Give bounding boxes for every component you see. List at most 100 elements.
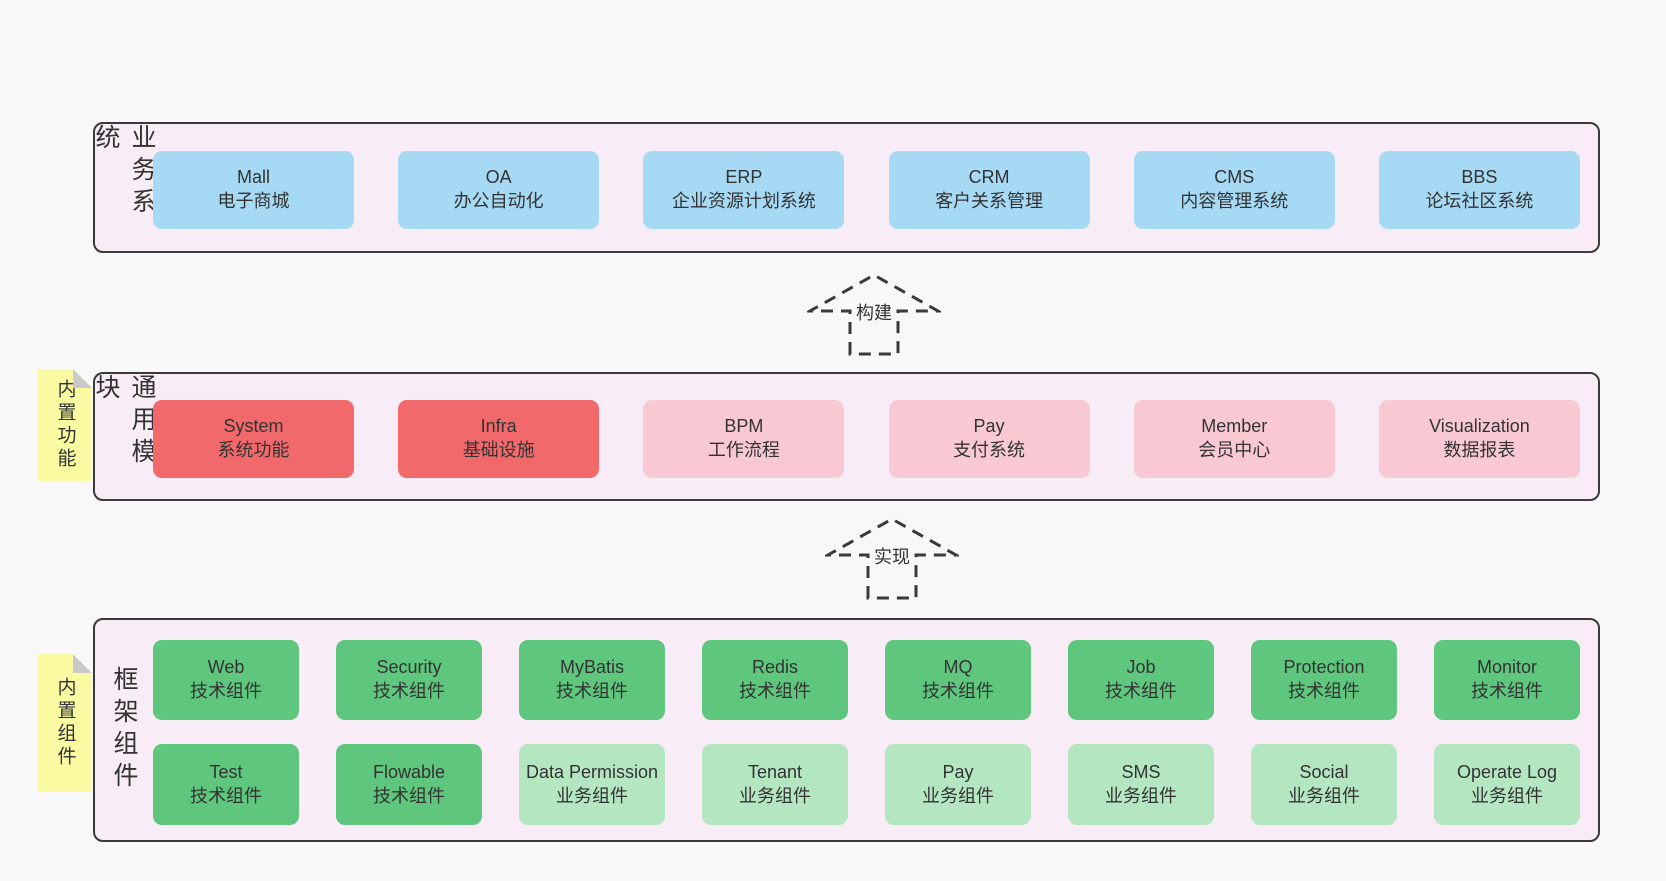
box-name: Security bbox=[376, 657, 442, 678]
box-name: ERP bbox=[725, 167, 763, 188]
box-desc: 论坛社区系统 bbox=[1425, 191, 1534, 211]
box-name: Data Permission bbox=[525, 761, 659, 782]
box-redis: Redis 技术组件 bbox=[702, 640, 848, 720]
box-tenant: Tenant 业务组件 bbox=[702, 744, 848, 825]
arrow-outline bbox=[825, 517, 959, 600]
box-desc: 业务组件 bbox=[556, 785, 628, 806]
arrow-implement: 实现 bbox=[825, 515, 959, 601]
box-name: BPM bbox=[724, 416, 764, 437]
box-desc: 会员中心 bbox=[1198, 440, 1271, 460]
box-security: Security 技术组件 bbox=[336, 640, 482, 720]
box-erp: ERP 企业资源计划系统 bbox=[643, 151, 845, 229]
box-desc: 技术组件 bbox=[373, 681, 445, 701]
box-name: System bbox=[223, 416, 284, 437]
arrow-label: 构建 bbox=[856, 303, 892, 323]
box-mq: MQ 技术组件 bbox=[885, 640, 1031, 720]
box-name: Protection bbox=[1283, 657, 1365, 678]
box-desc: 业务组件 bbox=[1471, 785, 1543, 806]
box-sms: SMS 业务组件 bbox=[1068, 744, 1214, 825]
box-test: Test 技术组件 bbox=[153, 744, 299, 825]
box-system: System 系统功能 bbox=[153, 400, 354, 478]
box-name: MyBatis bbox=[559, 657, 624, 678]
box-name: Flowable bbox=[372, 761, 446, 782]
box-desc: 业务组件 bbox=[922, 785, 994, 806]
box-name: SMS bbox=[1121, 761, 1161, 782]
box-desc: 数据报表 bbox=[1443, 440, 1516, 460]
box-member: Member 会员中心 bbox=[1133, 400, 1335, 478]
box-name: Test bbox=[209, 761, 243, 782]
dashed-up-arrow-icon: 构建 bbox=[807, 273, 941, 356]
note-label: 内置功能 bbox=[54, 379, 76, 471]
box-desc: 技术组件 bbox=[1471, 681, 1543, 701]
box-name: Web bbox=[207, 657, 245, 678]
arrow-build: 构建 bbox=[807, 271, 941, 357]
box-desc: 企业资源计划系统 bbox=[671, 191, 816, 211]
box-desc: 业务组件 bbox=[739, 785, 811, 806]
box-desc: 支付系统 bbox=[953, 440, 1026, 460]
box-desc: 客户关系管理 bbox=[935, 191, 1044, 211]
business-systems-row: Mall 电子商城 OA 办公自动化 ERP 企业资源计划系统 CRM 客户关系… bbox=[153, 151, 1580, 229]
tier-framework-components: 框架组件 Web 技术组件 Security 技术组件 MyBatis 技术组件… bbox=[93, 618, 1600, 842]
box-desc: 工作流程 bbox=[707, 440, 780, 460]
box-name: Member bbox=[1201, 416, 1268, 437]
box-bpm: BPM 工作流程 bbox=[643, 400, 845, 478]
box-pay-biz: Pay 业务组件 bbox=[885, 744, 1031, 825]
box-name: CRM bbox=[968, 167, 1010, 188]
tier-label: 业务系统 bbox=[92, 124, 156, 220]
box-bbs: BBS 论坛社区系统 bbox=[1378, 151, 1580, 229]
box-name: Redis bbox=[751, 657, 799, 678]
tier-label: 框架组件 bbox=[110, 666, 138, 794]
box-name: BBS bbox=[1461, 167, 1498, 188]
box-name: Tenant bbox=[747, 761, 803, 782]
box-social: Social 业务组件 bbox=[1251, 744, 1397, 825]
framework-components-row-1: Web 技术组件 Security 技术组件 MyBatis 技术组件 Redi… bbox=[153, 640, 1580, 720]
box-desc: 技术组件 bbox=[1105, 681, 1177, 701]
box-mybatis: MyBatis 技术组件 bbox=[519, 640, 665, 720]
box-name: Visualization bbox=[1429, 416, 1530, 437]
arrow-outline bbox=[807, 273, 941, 356]
box-mall: Mall 电子商城 bbox=[153, 151, 354, 229]
box-desc: 技术组件 bbox=[190, 681, 262, 701]
box-name: Infra bbox=[480, 416, 517, 437]
box-name: Social bbox=[1299, 761, 1349, 782]
arrow-label-backing bbox=[853, 298, 895, 326]
tier-label: 通用模块 bbox=[92, 374, 156, 470]
sticky-note-builtin-features: 内置功能 bbox=[38, 369, 92, 481]
box-cms: CMS 内容管理系统 bbox=[1133, 151, 1335, 229]
box-oa: OA 办公自动化 bbox=[398, 151, 600, 229]
box-desc: 内容管理系统 bbox=[1180, 191, 1289, 211]
box-flowable: Flowable 技术组件 bbox=[336, 744, 482, 825]
box-web: Web 技术组件 bbox=[153, 640, 299, 720]
framework-components-row-2: Test 技术组件 Flowable 技术组件 Data Permission … bbox=[153, 744, 1580, 825]
box-monitor: Monitor 技术组件 bbox=[1434, 640, 1580, 720]
box-desc: 基础设施 bbox=[462, 440, 535, 460]
tier-common-modules: 通用模块 System 系统功能 Infra 基础设施 BPM 工作流程 Pay… bbox=[92, 372, 1600, 501]
box-operate-log: Operate Log 业务组件 bbox=[1434, 744, 1580, 825]
box-desc: 技术组件 bbox=[556, 681, 628, 701]
box-desc: 业务组件 bbox=[1105, 785, 1177, 806]
box-desc: 办公自动化 bbox=[453, 191, 544, 211]
box-desc: 技术组件 bbox=[373, 785, 445, 806]
box-name: Pay bbox=[942, 761, 974, 782]
box-name: Monitor bbox=[1476, 657, 1538, 678]
box-data-permission: Data Permission 业务组件 bbox=[519, 744, 665, 825]
box-desc: 技术组件 bbox=[739, 681, 811, 701]
box-desc: 技术组件 bbox=[922, 681, 994, 701]
box-name: Pay bbox=[973, 416, 1005, 437]
arrow-label: 实现 bbox=[874, 547, 910, 567]
tier-business-systems: 业务系统 Mall 电子商城 OA 办公自动化 ERP 企业资源计划系统 CRM… bbox=[92, 122, 1600, 253]
box-name: Operate Log bbox=[1456, 761, 1558, 782]
box-desc: 电子商城 bbox=[217, 191, 290, 211]
box-name: MQ bbox=[943, 657, 973, 678]
box-desc: 系统功能 bbox=[217, 440, 290, 460]
box-crm: CRM 客户关系管理 bbox=[888, 151, 1090, 229]
box-job: Job 技术组件 bbox=[1068, 640, 1214, 720]
common-modules-row: System 系统功能 Infra 基础设施 BPM 工作流程 Pay 支付系统… bbox=[153, 400, 1580, 478]
box-pay: Pay 支付系统 bbox=[888, 400, 1090, 478]
arrow-label-backing bbox=[871, 542, 913, 570]
box-desc: 业务组件 bbox=[1288, 785, 1360, 806]
box-desc: 技术组件 bbox=[190, 785, 262, 806]
box-name: Mall bbox=[236, 167, 270, 188]
note-fold-corner bbox=[73, 654, 92, 673]
